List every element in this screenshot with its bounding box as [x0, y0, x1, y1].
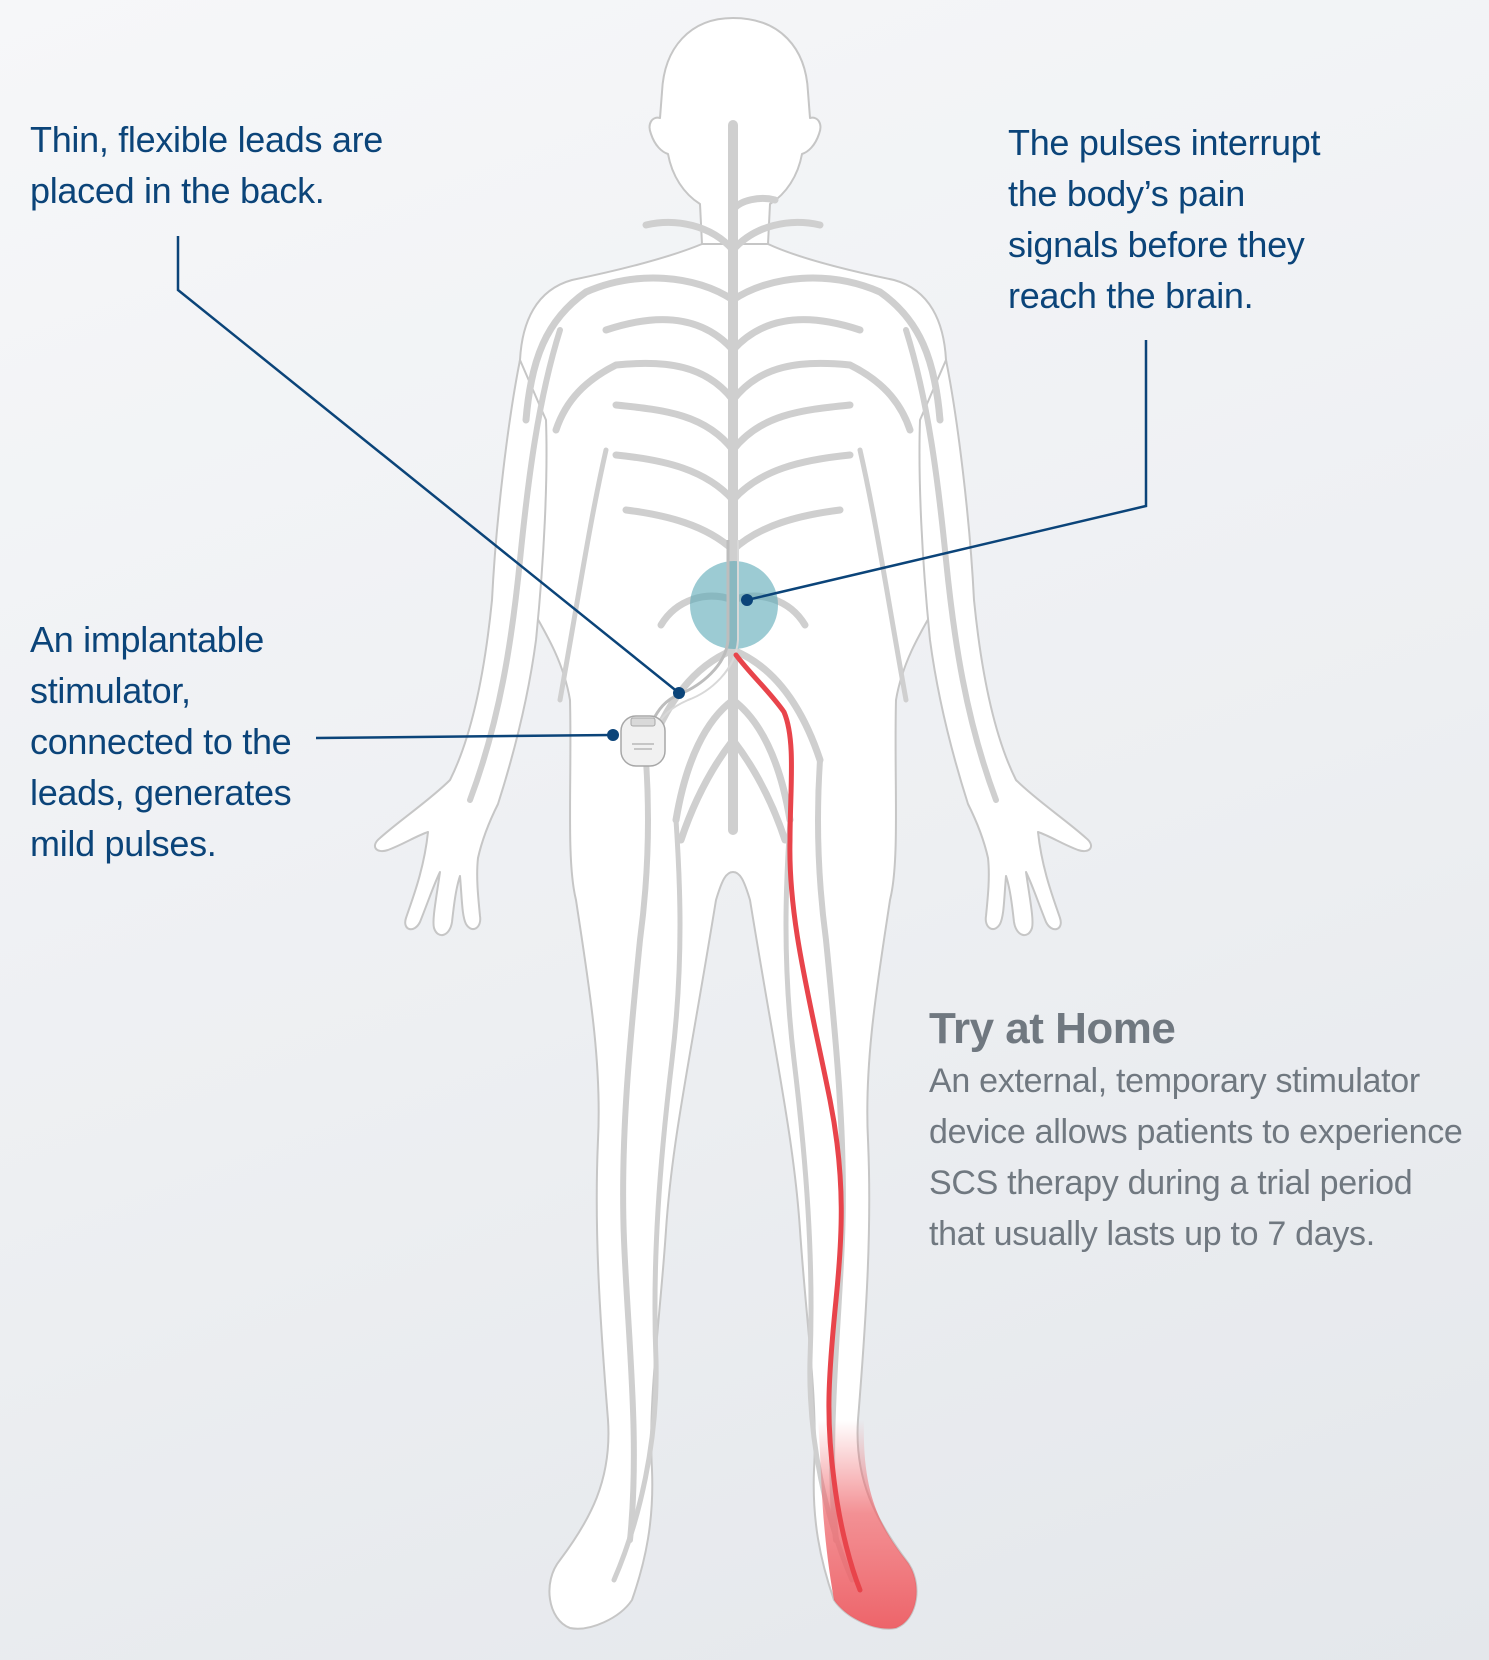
- leads-callout: Thin, flexible leads are placed in the b…: [30, 114, 450, 216]
- stimulator-leader-line: [316, 735, 613, 738]
- pulses-leader-dot: [741, 594, 753, 606]
- stimulator-device: [621, 716, 665, 766]
- target-zone: [690, 561, 778, 649]
- leads-leader-dot: [673, 687, 685, 699]
- stimulator-callout: An implantable stimulator, connected to …: [30, 614, 330, 869]
- right-arm: [919, 360, 1091, 935]
- pulses-callout: The pulses interrupt the body’s pain sig…: [1008, 117, 1368, 321]
- trial-description: An external, temporary stimulator device…: [929, 1056, 1469, 1260]
- stimulator-leader-dot: [607, 729, 619, 741]
- trial-heading: Try at Home: [929, 1002, 1469, 1056]
- left-arm: [375, 360, 547, 935]
- trial-info-block: Try at Home An external, temporary stimu…: [929, 1002, 1469, 1260]
